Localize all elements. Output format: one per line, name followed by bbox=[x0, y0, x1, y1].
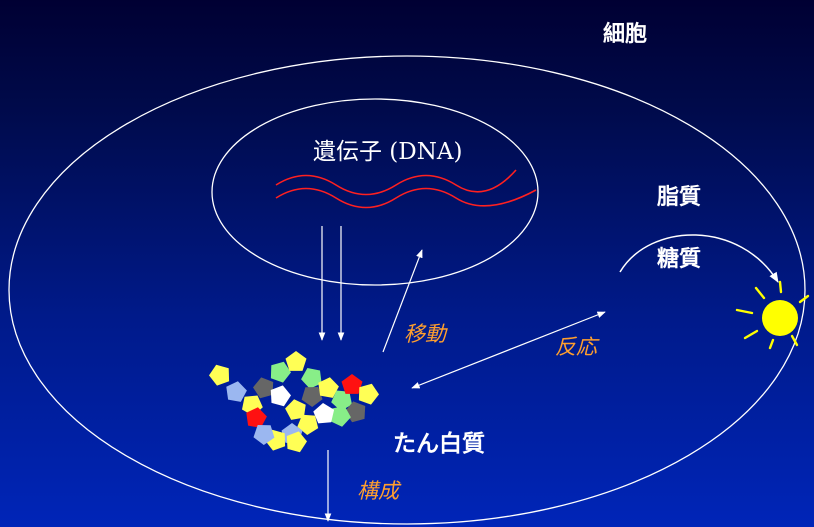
protein-piece bbox=[301, 368, 322, 389]
react-label: 反応 bbox=[555, 335, 597, 359]
protein-cluster-icon bbox=[209, 351, 379, 453]
protein-piece bbox=[246, 407, 267, 428]
protein-piece bbox=[253, 377, 274, 399]
protein-piece bbox=[286, 431, 307, 453]
move-label: 移動 bbox=[404, 322, 446, 346]
dna-strands bbox=[275, 169, 537, 209]
cell-outline bbox=[8, 55, 806, 525]
sugar-label: 糖質 bbox=[657, 247, 702, 272]
protein-piece bbox=[313, 403, 335, 424]
nucleus-outline bbox=[211, 98, 539, 286]
protein-piece bbox=[285, 399, 306, 420]
protein-piece bbox=[209, 364, 230, 386]
protein-piece bbox=[285, 351, 307, 371]
protein-piece bbox=[253, 425, 275, 445]
protein-piece bbox=[341, 374, 363, 394]
protein-piece bbox=[270, 361, 291, 383]
compose-label: 構成 bbox=[357, 479, 399, 503]
protein-piece bbox=[330, 406, 351, 427]
sun-icon bbox=[735, 280, 810, 350]
reaction-arrow bbox=[411, 311, 606, 389]
protein-piece bbox=[297, 414, 319, 435]
gene-label: 遺伝子 (DNA) bbox=[313, 139, 463, 165]
protein-piece bbox=[270, 385, 291, 407]
protein-piece bbox=[301, 387, 323, 407]
move-arrow bbox=[382, 249, 423, 353]
protein-piece bbox=[358, 383, 379, 405]
lipid-sugar-arrow bbox=[619, 234, 779, 283]
cell-label: 細胞 bbox=[603, 22, 648, 47]
lipid-label: 脂質 bbox=[657, 185, 702, 210]
protein-label: たん白質 bbox=[393, 431, 485, 457]
protein-piece bbox=[331, 390, 352, 411]
protein-piece bbox=[226, 381, 247, 402]
protein-piece bbox=[318, 377, 339, 398]
